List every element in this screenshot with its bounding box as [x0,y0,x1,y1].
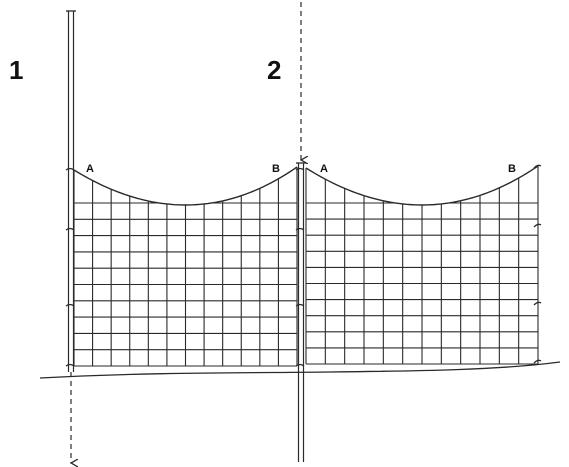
right-panel-corner-b-label: B [508,163,516,175]
left-panel-corner-a-label: A [86,163,94,175]
panel-clips [65,164,542,367]
ground-line [39,361,561,379]
right-fence-panel [305,165,539,365]
left-panel-corner-b-label: B [272,163,280,175]
left-panel-top-wire [73,166,298,206]
step-2-label: 2 [267,55,281,85]
left-fence-panel [73,166,298,367]
right-panel-top-wire [305,165,539,206]
right-panel-corner-a-label: A [320,163,328,175]
step-1-label: 1 [9,55,23,85]
center-post [296,162,306,462]
